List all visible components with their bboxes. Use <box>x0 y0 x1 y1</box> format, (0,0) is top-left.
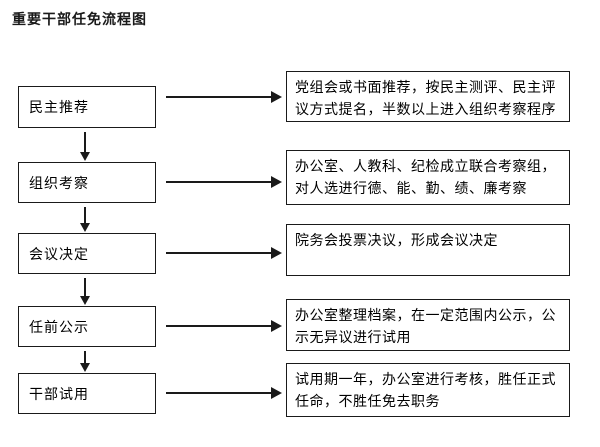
down-arrow-icon <box>79 207 91 232</box>
right-arrow-icon <box>166 247 282 259</box>
right-arrow-icon <box>166 176 282 188</box>
flow-step-description-box: 试用期一年，办公室进行考核，胜任正式任命，不胜任免去职务 <box>286 363 570 417</box>
right-arrow-icon <box>166 320 282 332</box>
flow-step-description: 办公室整理档案，在一定范围内公示，公示无异议进行试用 <box>295 307 556 345</box>
flow-step-description-box: 党组会或书面推荐，按民主测评、民主评议方式提名，半数以上进入组织考察程序 <box>286 71 570 122</box>
flow-step-label: 会议决定 <box>29 245 89 262</box>
flow-step-label: 任前公示 <box>29 318 89 335</box>
flow-step-description-box: 办公室整理档案，在一定范围内公示，公示无异议进行试用 <box>286 299 570 351</box>
down-arrow-icon <box>79 351 91 372</box>
flow-step-description: 办公室、人教科、纪检成立联合考察组，对人选进行德、能、勤、绩、廉考察 <box>295 158 556 196</box>
flow-step-description: 党组会或书面推荐，按民主测评、民主评议方式提名，半数以上进入组织考察程序 <box>295 79 556 117</box>
flow-step-box-organizational-inspection: 组织考察 <box>18 162 156 203</box>
flow-step-description-box: 办公室、人教科、纪检成立联合考察组，对人选进行德、能、勤、绩、廉考察 <box>286 150 570 205</box>
flow-step-box-cadre-probation: 干部试用 <box>18 373 156 414</box>
down-arrow-icon <box>79 278 91 305</box>
flow-step-label: 干部试用 <box>29 385 89 402</box>
right-arrow-icon <box>166 91 282 103</box>
flow-step-description-box: 院务会投票决议，形成会议决定 <box>286 224 570 276</box>
right-arrow-icon <box>166 387 282 399</box>
flow-step-description: 试用期一年，办公室进行考核，胜任正式任命，不胜任免去职务 <box>295 371 556 409</box>
flow-step-label: 组织考察 <box>29 174 89 191</box>
flow-step-box-meeting-decision: 会议决定 <box>18 233 156 274</box>
page-title: 重要干部任免流程图 <box>12 11 147 27</box>
flow-step-box-democratic-recommendation: 民主推荐 <box>18 86 156 128</box>
flow-step-description: 院务会投票决议，形成会议决定 <box>295 232 498 248</box>
flow-step-label: 民主推荐 <box>29 99 89 115</box>
down-arrow-icon <box>79 132 91 161</box>
flow-step-box-pre-appointment-publicity: 任前公示 <box>18 306 156 347</box>
